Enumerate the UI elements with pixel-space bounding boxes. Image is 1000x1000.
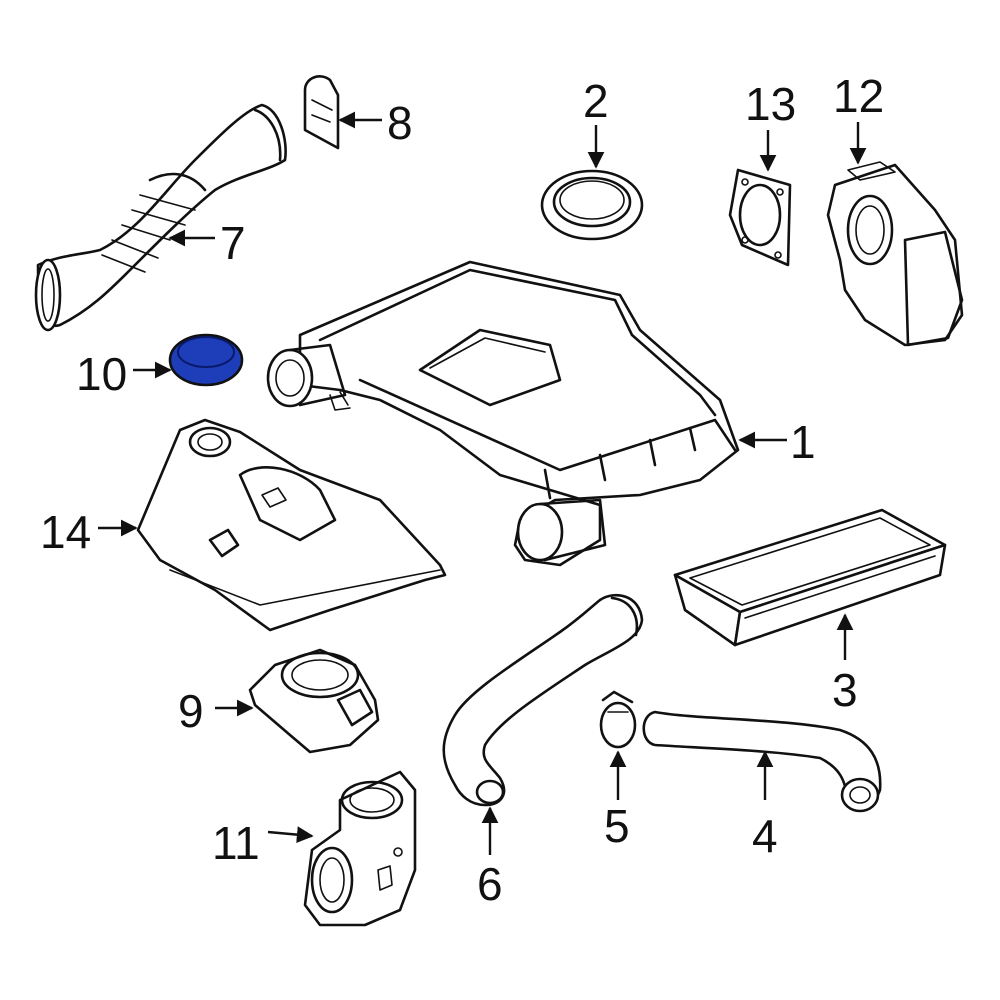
leader-11 [267, 826, 314, 843]
callout-12: 12 [833, 70, 884, 122]
seal-ring-part[interactable] [540, 169, 644, 241]
callout-10: 10 [76, 348, 127, 400]
highlighted-seal-part[interactable] [168, 333, 244, 387]
callout-1: 1 [790, 416, 816, 468]
leader-lines [98, 111, 867, 855]
intake-duct-part[interactable] [34, 103, 287, 332]
callout-9: 9 [178, 685, 204, 737]
breather-hose-part[interactable] [642, 710, 882, 813]
throttle-body-part[interactable] [826, 161, 964, 347]
callout-6: 6 [477, 858, 503, 910]
callout-13: 13 [745, 78, 796, 130]
air-filter-housing-part[interactable] [266, 260, 740, 567]
callout-2: 2 [583, 75, 609, 127]
callout-14: 14 [40, 506, 91, 558]
hose-part[interactable] [442, 593, 644, 807]
callout-11: 11 [212, 817, 260, 869]
callout-numbers: 1 2 3 4 5 6 7 8 9 10 11 12 13 14 [40, 70, 884, 910]
hose-clamp-part[interactable] [599, 690, 637, 749]
gasket-part[interactable] [728, 168, 792, 267]
intake-adapter-part[interactable] [303, 770, 417, 927]
engine-cover-part[interactable] [136, 418, 447, 632]
callout-3: 3 [832, 664, 858, 716]
air-filter-element-part[interactable] [673, 508, 947, 647]
clip-part[interactable] [303, 75, 340, 150]
air-flow-sensor-part[interactable] [248, 648, 380, 754]
callout-4: 4 [752, 810, 778, 862]
callout-8: 8 [387, 97, 413, 149]
callout-5: 5 [604, 800, 630, 852]
callout-7: 7 [220, 217, 246, 269]
